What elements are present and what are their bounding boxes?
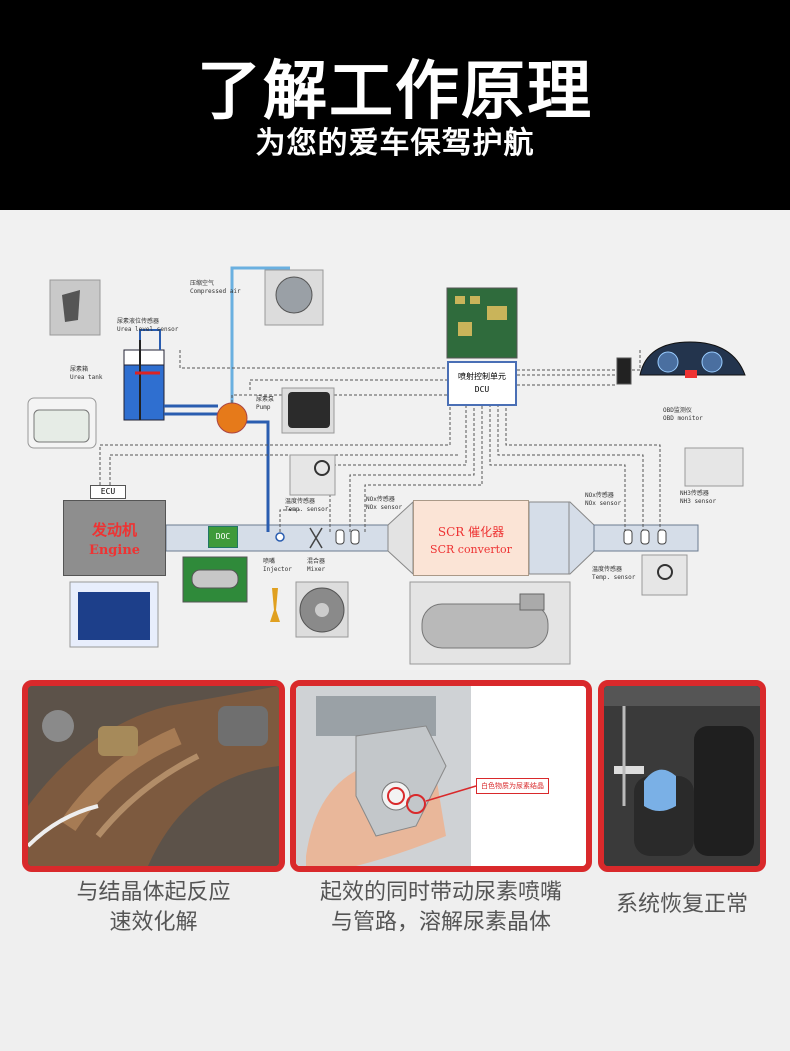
page-subtitle: 为您的爱车保驾护航 xyxy=(255,126,535,161)
scr-outlet-body xyxy=(528,501,570,575)
caption-nozzle-dissolve: 起效的同时带动尿素喷嘴 与管路，溶解尿素晶体 xyxy=(319,880,562,935)
caption-crystal-reaction: 与结晶体起反应 速效化解 xyxy=(76,880,231,935)
doc-box: DOC xyxy=(208,526,238,548)
page-title: 了解工作原理 xyxy=(197,55,593,129)
panel-nozzle-crystal: 白色物质为尿素结晶 xyxy=(290,680,592,872)
engine-box: 发动机 Engine xyxy=(63,500,166,576)
caption-system-restored: 系统恢复正常 xyxy=(615,892,748,917)
scr-convertor-box: SCR 催化器 SCR convertor xyxy=(413,500,529,576)
component-photos xyxy=(27,269,746,665)
urea-crystal-callout: 白色物质为尿素结晶 xyxy=(476,778,549,794)
dcu-box: 喷射控制单元 DCU xyxy=(447,361,517,406)
panel-system-restored xyxy=(598,680,766,872)
header-banner: 了解工作原理 为您的爱车保驾护航 xyxy=(0,0,790,210)
photo-hand-nozzle xyxy=(296,686,586,866)
compressed-air-line xyxy=(230,266,290,407)
panel-crystal-reaction xyxy=(22,680,285,872)
urea-dosing-line xyxy=(246,420,270,532)
scr-inlet-cone xyxy=(387,500,414,576)
mixer-symbol xyxy=(309,527,323,549)
photo-corroded-pipe xyxy=(28,686,279,866)
injector-symbol xyxy=(275,532,285,542)
urea-pump-symbol xyxy=(216,402,248,434)
photo-urea-tank xyxy=(604,686,760,866)
ecu-box: ECU xyxy=(90,485,126,499)
diagram-lines xyxy=(27,266,746,665)
